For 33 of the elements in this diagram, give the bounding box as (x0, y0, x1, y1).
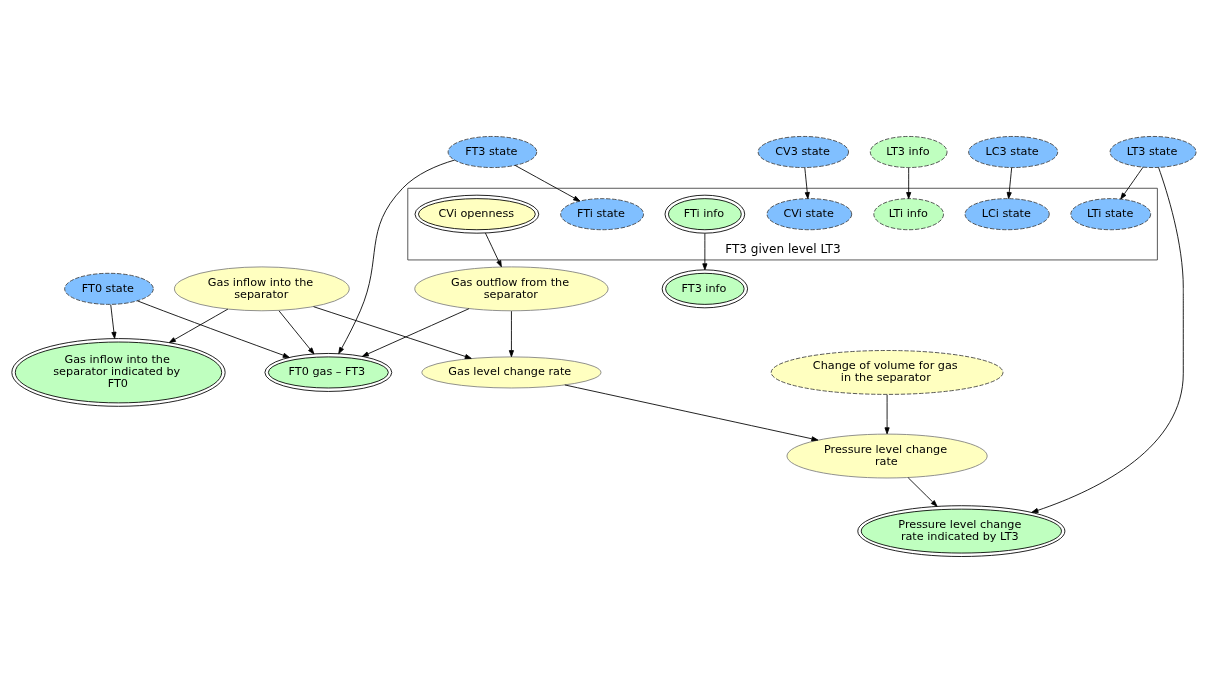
node-ellipse: LCi state (964, 198, 1050, 231)
arrow (906, 167, 912, 199)
arrow (804, 167, 810, 199)
arrow (508, 310, 514, 358)
arrow (1031, 167, 1184, 513)
node-ellipse: FTi state (560, 198, 644, 231)
node-ellipse: LC3 state (968, 136, 1059, 168)
node-ellipse: Change of volume for gas in the separator (770, 350, 1004, 395)
arrow (338, 159, 455, 354)
node-ellipse: CV3 state (757, 136, 849, 168)
arrow (485, 232, 502, 268)
arrow (313, 306, 472, 359)
arrow (702, 233, 708, 271)
node-ellipse: Gas inflow into the separator (174, 266, 350, 312)
node-ellipse: LTi info (873, 198, 944, 231)
arrow (907, 477, 938, 507)
arrow (137, 300, 290, 358)
node-ellipse: FT0 state (64, 272, 154, 305)
arrow (1120, 166, 1144, 200)
node-ellipse: FT3 state (447, 136, 538, 168)
node-ellipse: LTi state (1070, 198, 1152, 231)
arrow (1006, 167, 1013, 199)
arrow (514, 164, 581, 202)
arrow (110, 304, 117, 339)
node-ellipse: LT3 state (1109, 136, 1197, 168)
node-ellipse: LT3 info (869, 136, 948, 168)
arrow (361, 308, 470, 357)
arrow (564, 384, 819, 442)
node-ellipse: CVi state (766, 198, 853, 231)
arrow (884, 394, 890, 435)
node-ellipse: Gas outflow from the separator (414, 266, 609, 312)
arrow (168, 308, 229, 343)
arrow (278, 310, 315, 355)
